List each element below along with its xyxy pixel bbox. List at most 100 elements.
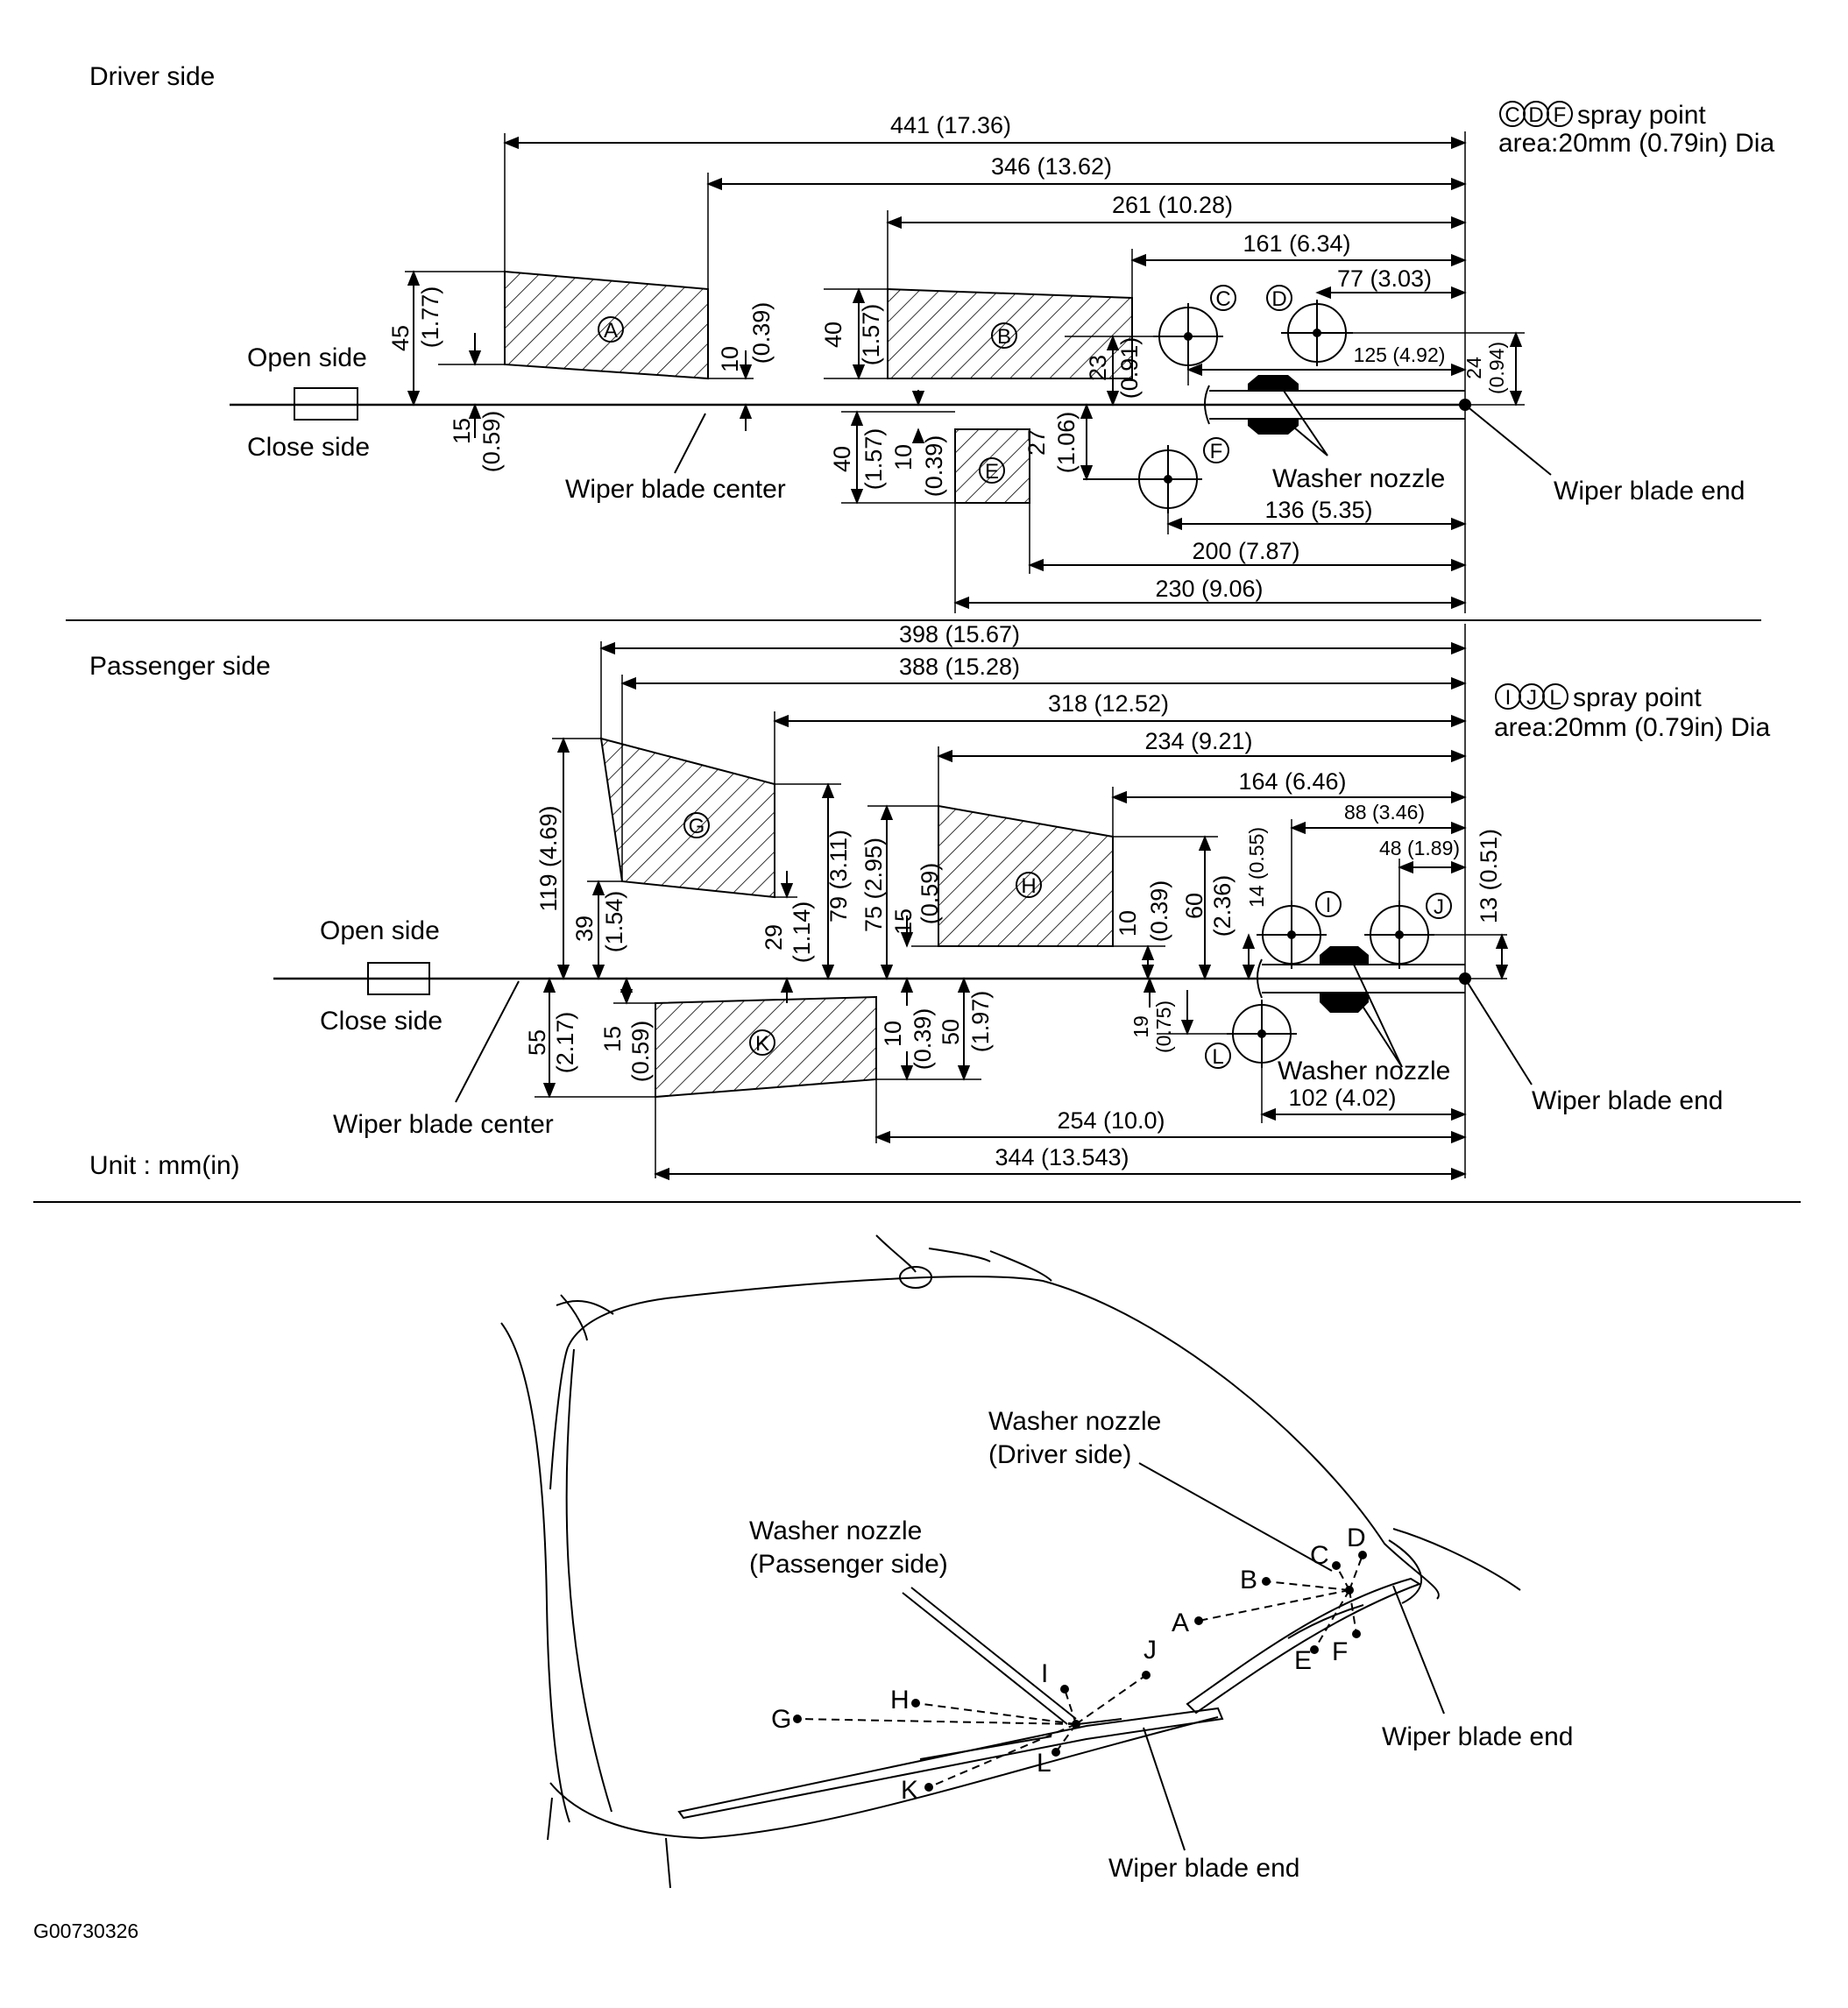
point-a: A <box>1172 1609 1189 1637</box>
dim-60-in: (2.36) <box>1209 875 1236 937</box>
passenger-note-line2: area:20mm (0.79in) Dia <box>1494 713 1770 742</box>
passenger-wiper-blade-end: Wiper blade end <box>1532 1086 1723 1115</box>
passenger-washer-nozzle: Washer nozzle <box>1278 1057 1450 1085</box>
point-f-label: F <box>1210 440 1223 463</box>
dim-119: 119 (4.69) <box>535 805 562 911</box>
zone-b <box>887 287 1133 379</box>
dim-344: 344 (13.543) <box>995 1144 1129 1170</box>
dim-40b: 40 <box>829 446 855 472</box>
driver-title: Driver side <box>89 62 215 91</box>
dim-39-in: (1.54) <box>601 891 627 953</box>
point-i: I <box>1041 1659 1048 1688</box>
dim-24-in: (0.94) <box>1485 342 1508 394</box>
dim-102: 102 (4.02) <box>1288 1085 1396 1111</box>
driver-wiper-blade-center: Wiper blade center <box>565 475 786 504</box>
point-d-label: D <box>1271 287 1286 311</box>
dim-45: 45 <box>387 325 414 351</box>
driver-open-side: Open side <box>247 343 367 372</box>
passenger-wiper-blade <box>677 1707 1224 1820</box>
dim-10b: 10 <box>890 444 917 470</box>
spray-point-i: I <box>1257 891 1342 969</box>
driver-wiper-blade <box>1186 1577 1422 1715</box>
point-e: E <box>1294 1646 1312 1675</box>
point-f: F <box>1332 1637 1348 1666</box>
point-c-label: C <box>1215 287 1230 311</box>
dim-29-in: (1.14) <box>789 901 815 964</box>
dim-10-in: (0.39) <box>1146 880 1172 943</box>
zone-g-label: G <box>689 815 705 838</box>
point-g: G <box>771 1705 791 1734</box>
dim-27-in: (1.06) <box>1053 412 1080 474</box>
dim-15b-in: (0.59) <box>627 1021 654 1083</box>
dim-234: 234 (9.21) <box>1144 728 1252 754</box>
dim-19-in: (0.75) <box>1152 1000 1175 1053</box>
dim-50: 50 <box>938 1019 964 1045</box>
point-c: C <box>1310 1541 1329 1570</box>
dim-27: 27 <box>1023 429 1050 456</box>
dim-10: 10 <box>1115 910 1141 937</box>
dim-10b-in: (0.39) <box>910 1008 936 1071</box>
note-letter-i: I <box>1505 686 1512 710</box>
passenger-section: Passenger side I J L spray point area:20… <box>89 621 1770 1181</box>
point-j-label: J <box>1434 895 1444 919</box>
dim-39: 39 <box>571 916 598 942</box>
driver-wiper-blade-end: Wiper blade end <box>1554 477 1745 506</box>
dim-50-in: (1.97) <box>967 991 994 1053</box>
dim-75: 75 (2.95) <box>860 838 887 932</box>
driver-close-side: Close side <box>247 433 370 462</box>
spray-point-j: J <box>1364 893 1452 969</box>
passenger-open-side: Open side <box>320 916 440 945</box>
dim-55-in: (2.17) <box>552 1012 578 1074</box>
dim-60: 60 <box>1181 893 1207 919</box>
figure-id: G00730326 <box>33 1920 138 1942</box>
passenger-close-side: Close side <box>320 1007 443 1036</box>
dim-40: 40 <box>820 322 846 348</box>
dim-79: 79 (3.11) <box>825 830 852 923</box>
dim-346: 346 (13.62) <box>991 153 1112 180</box>
zone-b-label: B <box>997 325 1011 349</box>
point-l-label: L <box>1212 1045 1223 1069</box>
washer-nozzle-passenger-l2: (Passenger side) <box>749 1550 948 1579</box>
dim-23: 23 <box>1085 355 1111 381</box>
point-i-label: I <box>1326 894 1332 917</box>
dim-10-in: (0.39) <box>748 302 775 364</box>
spray-point-d: D <box>1266 285 1353 366</box>
dim-318: 318 (12.52) <box>1048 690 1169 717</box>
driver-section: Driver side C D F spray point area:20mm … <box>89 62 1774 613</box>
dim-40-in: (1.57) <box>858 304 884 366</box>
passenger-note-line1: spray point <box>1573 683 1702 712</box>
dim-14: 14 (0.55) <box>1245 827 1268 908</box>
dim-23-in: (0.91) <box>1116 337 1143 399</box>
washer-nozzle-driver-l2: (Driver side) <box>988 1440 1131 1469</box>
unit-label: Unit : mm(in) <box>89 1151 240 1180</box>
dim-136: 136 (5.35) <box>1264 497 1372 523</box>
dim-15-in: (0.59) <box>478 411 505 473</box>
driver-washer-nozzle: Washer nozzle <box>1272 464 1445 493</box>
dim-200: 200 (7.87) <box>1192 538 1299 564</box>
spray-point-f: F <box>1083 437 1229 513</box>
spray-point-l: L <box>1205 1000 1297 1069</box>
note-letter-d: D <box>1528 103 1543 127</box>
point-h: H <box>890 1686 910 1715</box>
dim-40b-in: (1.57) <box>860 428 887 491</box>
note-letter-c: C <box>1505 103 1519 127</box>
zone-e-label: E <box>985 460 999 484</box>
dim-254: 254 (10.0) <box>1057 1107 1165 1134</box>
washer-nozzle-passenger-l1: Washer nozzle <box>749 1517 922 1545</box>
point-b: B <box>1240 1566 1257 1594</box>
dim-164: 164 (6.46) <box>1238 768 1346 795</box>
dim-88: 88 (3.46) <box>1344 801 1425 824</box>
dim-10b-in: (0.39) <box>921 435 947 498</box>
wiper-blade-end-right: Wiper blade end <box>1382 1722 1573 1751</box>
point-d: D <box>1347 1524 1366 1552</box>
note-letter-f: F <box>1554 103 1567 127</box>
dim-15: 15 <box>449 418 475 444</box>
zone-k-label: K <box>755 1032 769 1056</box>
driver-washer-nozzle-bottom <box>1248 419 1299 435</box>
point-l: L <box>1037 1749 1051 1778</box>
zone-e <box>954 428 1030 504</box>
dim-15: 15 <box>890 909 917 935</box>
dim-125: 125 (4.92) <box>1354 343 1446 366</box>
driver-washer-nozzle-top <box>1248 375 1299 391</box>
